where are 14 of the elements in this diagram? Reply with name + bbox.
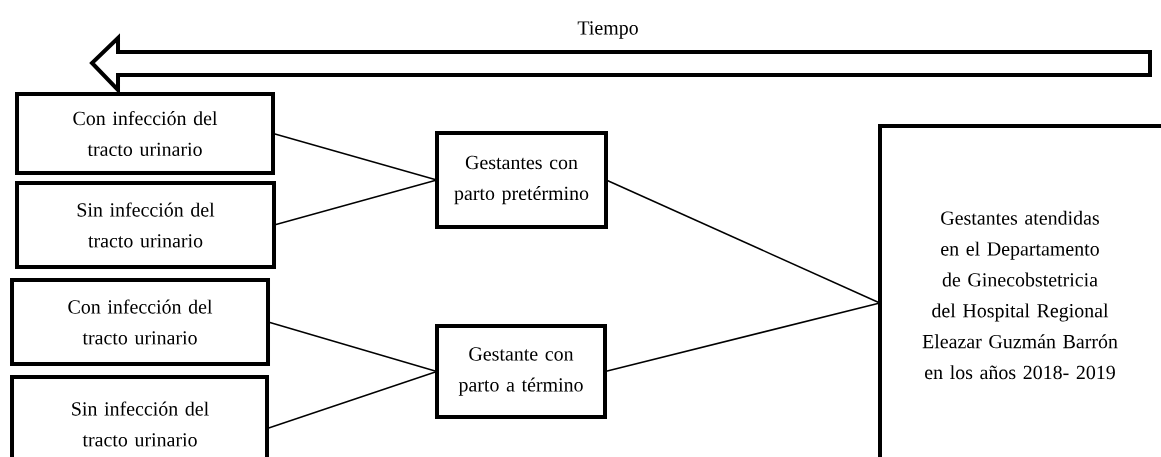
connector-line (267, 321, 438, 373)
connector-line (266, 370, 438, 430)
connector-line (273, 179, 438, 226)
text-box: Gestante con parto a término (435, 324, 607, 419)
text-box: Con infección del tracto urinario (10, 278, 270, 366)
connector-line (605, 179, 881, 304)
text-box: Gestantes atendidas en el Departamento de Ginecobstetricia del Hospital Regional Eleazar Guzmán Barrón en los años 2018- 2019 (878, 124, 1161, 457)
axis-label: Tiempo (577, 21, 638, 39)
text-box: Sin infección del tracto urinario (10, 375, 269, 457)
connector-line (272, 132, 438, 181)
text-box: Con infección del tracto urinario (15, 92, 275, 175)
text-box: Gestantes con parto pretérmino (435, 131, 608, 229)
text-box: Sin infección del tracto urinario (15, 181, 276, 269)
connector-line (604, 302, 881, 373)
